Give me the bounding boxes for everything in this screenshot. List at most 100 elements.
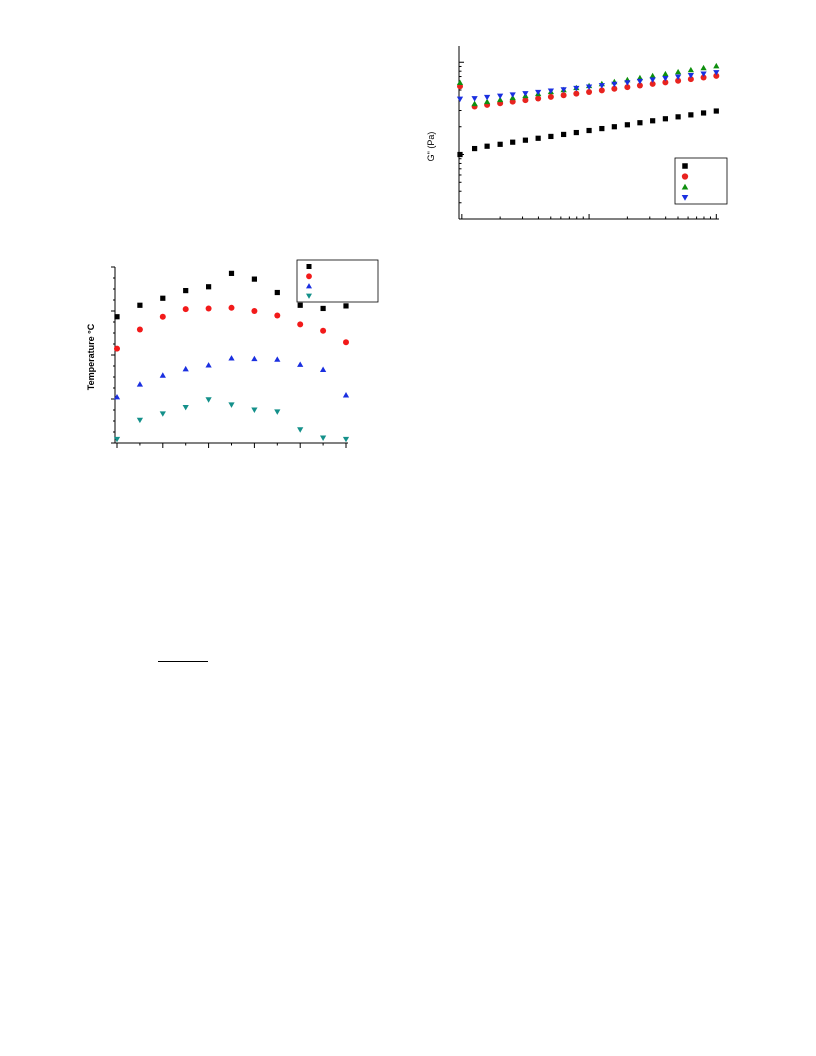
data-point-s0: [599, 125, 605, 132]
data-point-s3: [136, 417, 144, 424]
data-point-s1: [205, 305, 212, 312]
data-point-s2: [136, 381, 144, 387]
data-point-s0: [586, 127, 592, 134]
data-point-s0: [472, 145, 478, 152]
data-point-s0: [688, 112, 694, 118]
modulus-chart-svg: G" (Pa): [426, 46, 728, 220]
data-point-s1: [136, 326, 143, 333]
data-point-s0: [343, 303, 349, 309]
data-point-s0: [320, 305, 326, 312]
data-point-s2: [636, 74, 644, 81]
data-point-s2: [700, 64, 707, 71]
data-point-s1: [675, 77, 682, 84]
data-point-s3: [159, 411, 166, 417]
data-point-s3: [483, 94, 491, 101]
data-point-s0: [662, 116, 668, 122]
data-point-s2: [182, 365, 189, 372]
data-point-s0: [484, 143, 490, 149]
data-point-s1: [114, 345, 120, 352]
data-point-s1: [159, 313, 166, 320]
data-point-s2: [274, 356, 281, 362]
data-point-s0: [611, 124, 617, 130]
data-point-s3: [624, 80, 631, 86]
legend-marker: [306, 283, 312, 289]
data-point-s3: [509, 92, 516, 98]
legend-marker: [681, 183, 689, 190]
data-point-s1: [624, 84, 631, 91]
data-point-s0: [548, 133, 554, 140]
data-point-s0: [228, 270, 235, 276]
legend-marker: [306, 293, 312, 299]
data-point-s1: [320, 327, 327, 334]
data-point-s3: [611, 81, 618, 88]
data-point-s1: [535, 95, 542, 102]
data-point-s3: [456, 96, 464, 103]
data-point-s3: [674, 74, 682, 80]
data-point-s2: [471, 100, 478, 107]
data-point-s2: [205, 362, 212, 368]
data-point-s3: [547, 88, 554, 94]
data-point-s2: [649, 72, 656, 79]
data-point-s3: [713, 70, 720, 76]
data-point-s0: [522, 137, 529, 143]
data-point-s3: [598, 83, 605, 89]
data-point-s3: [205, 397, 212, 403]
data-point-s0: [624, 122, 630, 128]
data-point-s2: [687, 66, 694, 73]
legend-marker: [681, 173, 689, 180]
data-point-s3: [113, 436, 121, 443]
data-point-s2: [159, 372, 166, 378]
y-axis-label: G" (Pa): [426, 132, 436, 162]
data-point-s1: [251, 308, 258, 314]
data-point-s3: [560, 87, 567, 93]
data-point-s2: [297, 361, 304, 367]
temperature-points: [113, 270, 350, 443]
data-point-s0: [675, 114, 681, 120]
data-point-s0: [160, 295, 166, 301]
data-point-s0: [561, 131, 567, 138]
legend-marker: [306, 273, 312, 280]
data-point-s1: [560, 92, 567, 99]
data-point-s2: [113, 393, 121, 400]
data-point-s1: [687, 76, 694, 83]
data-point-s3: [700, 71, 707, 78]
data-point-s0: [137, 302, 143, 308]
data-point-s3: [497, 93, 504, 100]
data-point-s1: [649, 80, 656, 87]
y-axis-label: Temperature °C: [86, 323, 96, 390]
data-point-s1: [662, 79, 669, 86]
data-point-s1: [636, 82, 643, 89]
legend-marker: [306, 264, 312, 269]
data-point-s1: [547, 93, 554, 100]
data-point-s0: [251, 276, 257, 282]
data-point-s0: [297, 302, 303, 308]
data-point-s2: [228, 355, 235, 361]
data-point-s3: [535, 89, 542, 96]
legend-marker: [681, 195, 689, 201]
data-point-s1: [343, 339, 349, 346]
data-point-s3: [636, 78, 644, 85]
data-point-s3: [251, 407, 258, 413]
temperature-chart-svg: Temperature °C: [86, 259, 379, 448]
data-point-s0: [510, 139, 516, 145]
data-point-s0: [535, 135, 541, 141]
modulus-points: [456, 62, 720, 158]
modulus-chart: G" (Pa): [420, 36, 740, 236]
data-point-s3: [297, 427, 304, 433]
data-point-s3: [342, 436, 350, 443]
data-point-s1: [297, 321, 304, 328]
footnote-divider: [158, 661, 208, 662]
data-point-s1: [509, 98, 516, 105]
data-point-s2: [483, 98, 491, 105]
data-point-s3: [662, 75, 669, 82]
data-point-s0: [713, 108, 719, 114]
data-point-s0: [700, 110, 707, 116]
data-point-s3: [522, 91, 529, 97]
data-point-s0: [183, 287, 189, 294]
data-point-s1: [228, 304, 235, 311]
data-point-s0: [573, 129, 579, 136]
data-point-s1: [182, 306, 189, 313]
data-point-s3: [687, 73, 694, 79]
data-point-s0: [114, 314, 120, 320]
data-point-s3: [573, 85, 580, 92]
